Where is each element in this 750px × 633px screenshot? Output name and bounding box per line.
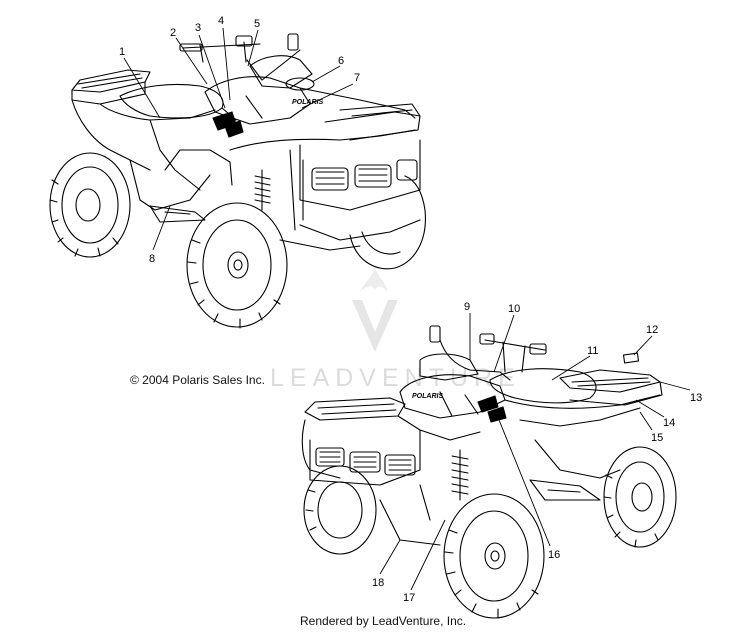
callout-10: 10 <box>508 303 520 315</box>
callout-3: 3 <box>195 22 201 34</box>
decal-text-lower: POLARIS <box>412 393 443 400</box>
callout-2: 2 <box>170 27 176 39</box>
callout-9: 9 <box>464 301 470 313</box>
callout-1: 1 <box>119 46 125 58</box>
watermark-text: LEADVENTURE <box>270 364 521 392</box>
callout-leaders <box>123 27 691 591</box>
callout-4: 4 <box>218 15 224 27</box>
callout-5: 5 <box>254 18 260 30</box>
copyright-notice: © 2004 Polaris Sales Inc. <box>130 373 265 387</box>
decal-text-upper: POLARIS <box>292 99 323 106</box>
callout-12: 12 <box>646 324 658 336</box>
callout-8: 8 <box>149 253 155 265</box>
callout-6: 6 <box>338 55 344 67</box>
callout-7: 7 <box>354 72 360 84</box>
callout-14: 14 <box>663 417 675 429</box>
rendered-by-credit: Rendered by LeadVenture, Inc. <box>300 614 467 628</box>
atv-upper-illustration: POLARIS <box>49 33 426 329</box>
callout-17: 17 <box>403 592 415 604</box>
callout-11: 11 <box>587 345 598 357</box>
callout-16: 16 <box>548 549 560 561</box>
callout-18: 18 <box>372 577 384 589</box>
callout-numbers: 1 2 3 4 5 6 7 8 9 10 11 12 13 14 15 16 1… <box>119 15 702 604</box>
atv-lower-illustration: POLARIS <box>301 325 677 619</box>
callout-13: 13 <box>690 392 702 404</box>
leadventure-watermark: LEADVENTURE <box>270 266 521 392</box>
callout-15: 15 <box>651 432 663 444</box>
